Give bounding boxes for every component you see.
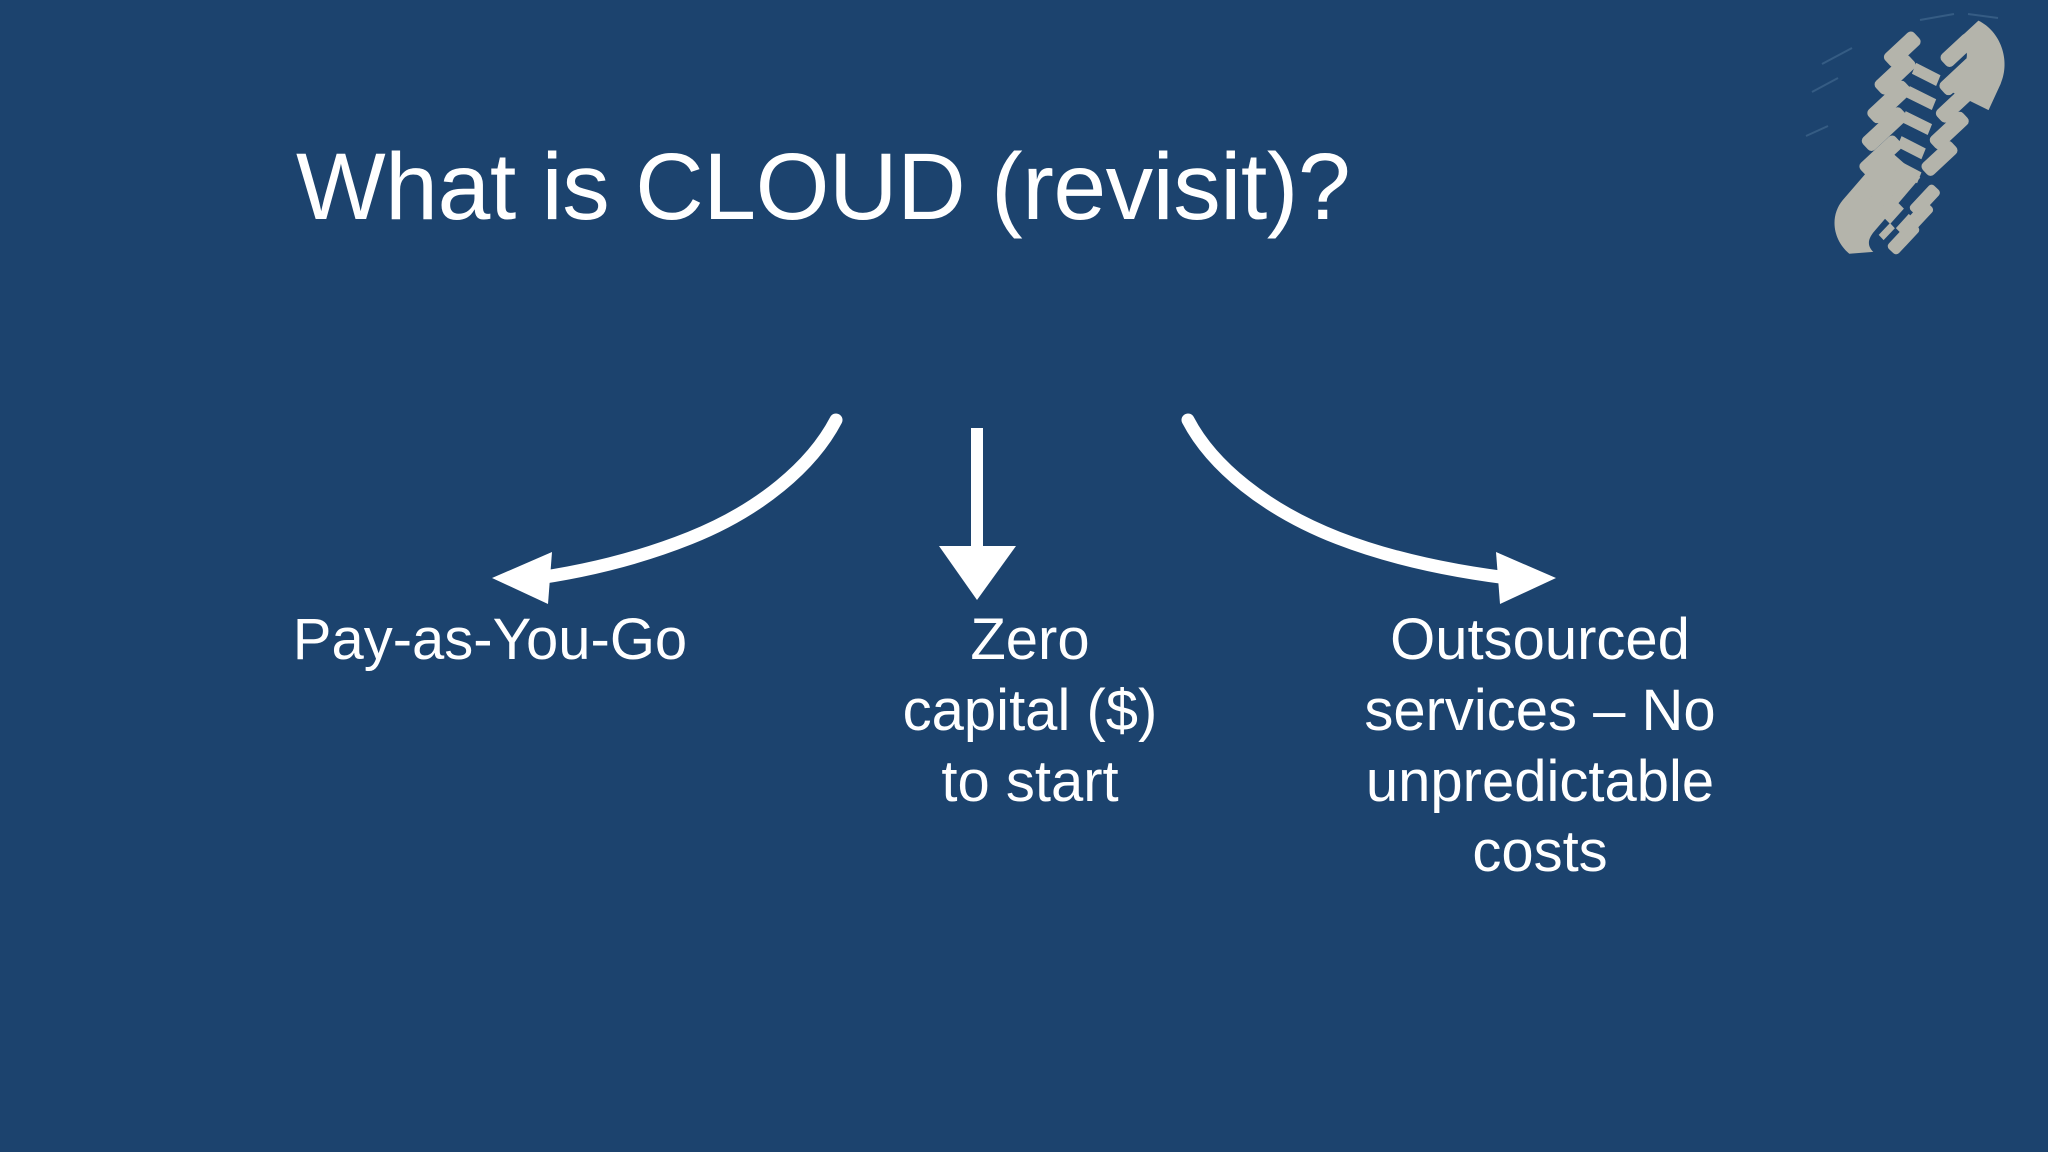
text-line: to start [941, 748, 1119, 814]
text-line: Outsourced [1390, 607, 1690, 672]
text-block-zero-capital: Zero capital ($) to start [855, 605, 1205, 817]
text-block-outsourced-services: Outsourced services – No unpredictable c… [1320, 605, 1760, 888]
text-block-pay-as-you-go: Pay-as-You-Go [230, 605, 750, 676]
arrow-to-pay-as-you-go-shape [492, 413, 843, 604]
text-line: Pay-as-You-Go [292, 607, 688, 672]
boot-footprint-icon [1805, 13, 2005, 255]
text-line: unpredictable [1365, 748, 1715, 814]
arrow-to-outsourced-services-shape [1181, 413, 1556, 604]
text-line: services – No [1364, 677, 1716, 743]
page-title: What is CLOUD (revisit)? [296, 134, 1351, 240]
text-line: costs [1472, 819, 1608, 885]
arrow-to-zero-capital-shape [939, 428, 1016, 600]
text-line: capital ($) [902, 677, 1158, 743]
text-line: Zero [970, 607, 1090, 672]
